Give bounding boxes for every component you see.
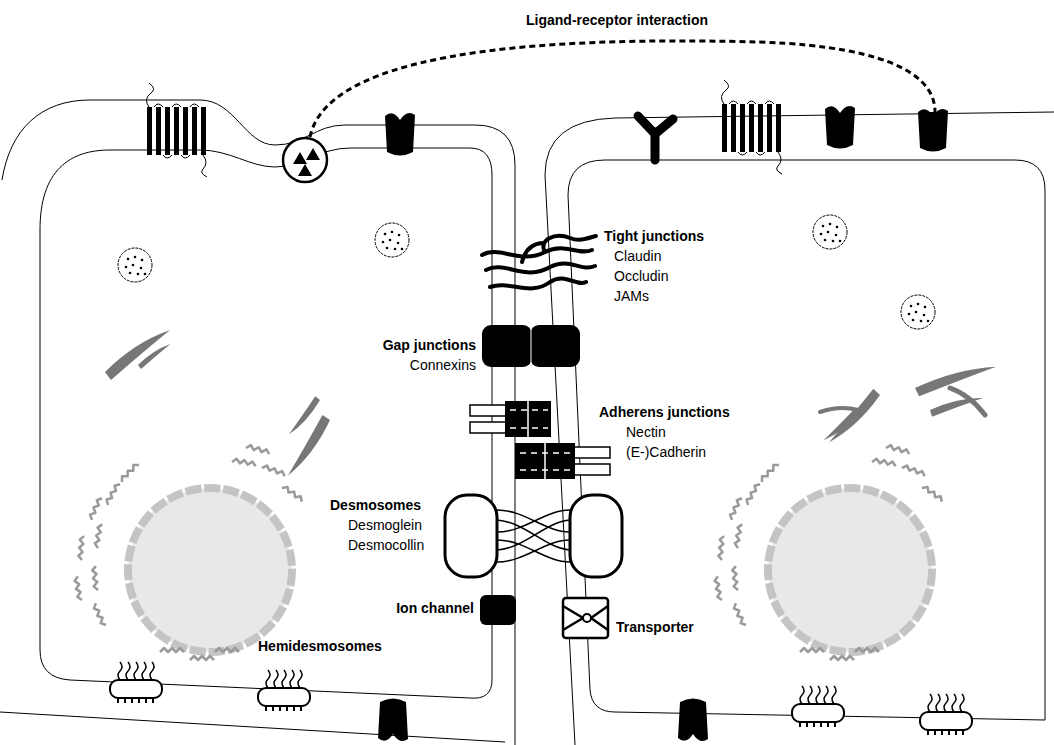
junction-heading: Tight junctions [604, 228, 704, 245]
protein-name: Nectin [626, 424, 666, 441]
part-label: Hemidesmosomes [258, 638, 382, 655]
arrow-label: Ligand-receptor interaction [526, 12, 708, 29]
protein-name: Desmocollin [348, 537, 424, 554]
junction-heading: Gap junctions [383, 337, 476, 354]
protein-name: Desmoglein [348, 517, 422, 534]
junction-heading: Desmosomes [330, 497, 421, 514]
protein-name: JAMs [614, 288, 649, 305]
part-label: Transporter [616, 619, 694, 636]
junction-heading: Adherens junctions [599, 404, 730, 421]
protein-name: Occludin [614, 268, 668, 285]
protein-name: Claudin [614, 248, 661, 265]
protein-name: (E-)Cadherin [626, 444, 706, 461]
protein-name: Connexins [410, 357, 476, 374]
part-label: Ion channel [396, 600, 474, 617]
